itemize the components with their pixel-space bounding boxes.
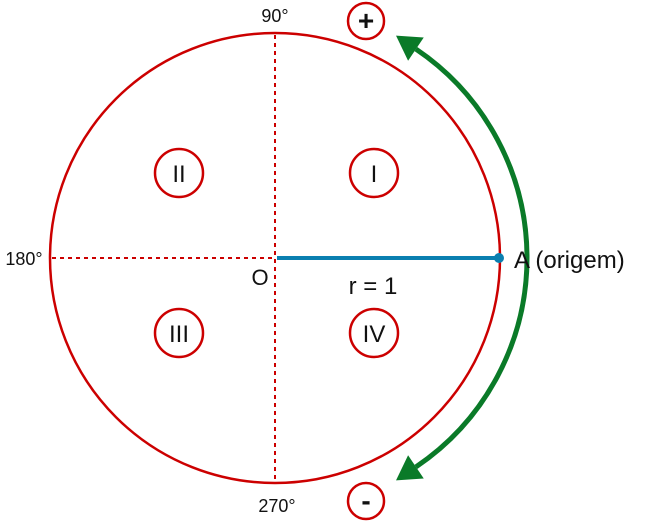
negative-rotation-arrowhead-icon xyxy=(396,455,424,481)
angle-90-label: 90° xyxy=(261,6,288,26)
point-a-label: A (origem) xyxy=(514,247,625,274)
origin-label: O xyxy=(251,265,268,290)
radius-label: r = 1 xyxy=(349,273,398,300)
minus-sign: - xyxy=(361,485,370,516)
quadrant-i-label: I xyxy=(371,161,378,188)
point-a xyxy=(494,253,504,263)
negative-rotation-arc xyxy=(414,257,530,469)
quadrant-iv: IV xyxy=(348,307,400,359)
quadrant-ii: II xyxy=(153,147,205,199)
positive-rotation-arrowhead-icon xyxy=(396,35,424,61)
positive-direction-badge: + xyxy=(346,1,386,41)
quadrant-ii-label: II xyxy=(172,161,185,188)
plus-sign: + xyxy=(358,5,374,36)
negative-direction-badge: - xyxy=(346,481,386,521)
quadrant-iv-label: IV xyxy=(363,321,386,348)
quadrant-i: I xyxy=(348,147,400,199)
quadrant-iii: III xyxy=(153,307,205,359)
quadrant-iii-label: III xyxy=(169,321,189,348)
angle-180-label: 180° xyxy=(5,249,42,269)
angle-270-label: 270° xyxy=(258,496,295,516)
positive-rotation-arc xyxy=(414,47,530,259)
